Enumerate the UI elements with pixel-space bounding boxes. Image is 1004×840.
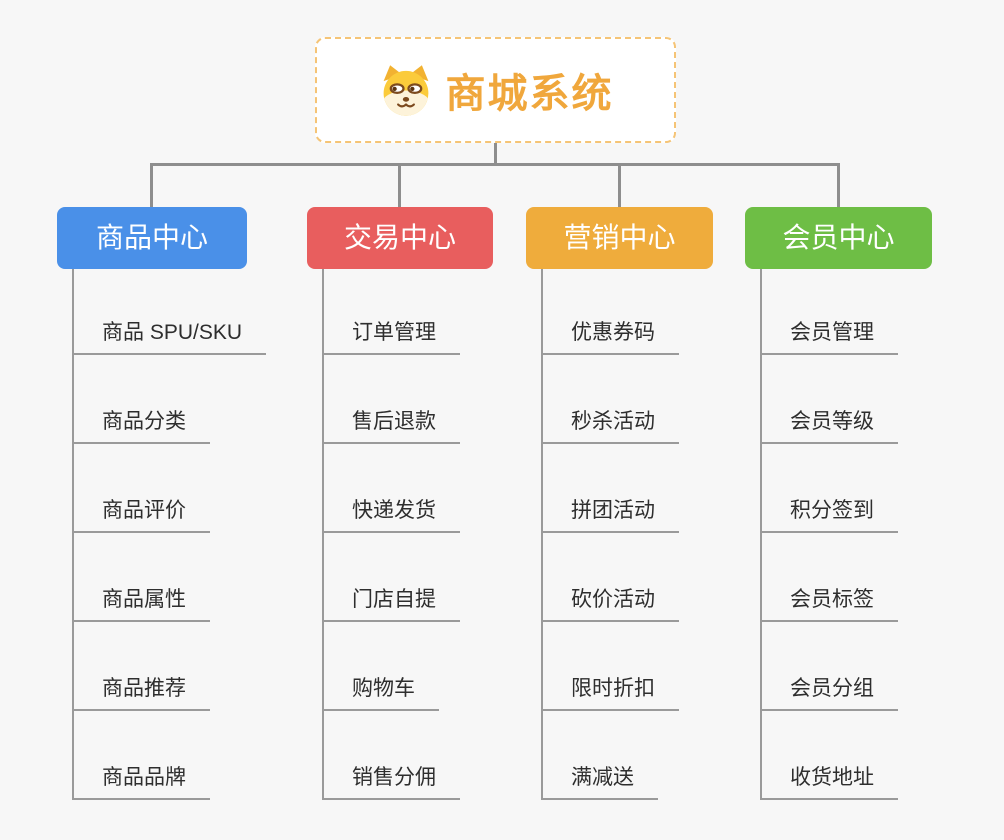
connector-drop-4: [837, 163, 840, 209]
branch-node-member-center[interactable]: 会员中心: [745, 207, 932, 269]
connector-horizontal: [150, 163, 839, 166]
branch-children-marketing-center: 优惠券码 秒杀活动 拼团活动 砍价活动 限时折扣 满减送: [541, 266, 679, 800]
connector-root-stub: [494, 142, 497, 164]
leaf-item[interactable]: 会员等级: [760, 355, 898, 444]
leaf-item[interactable]: 门店自提: [322, 533, 460, 622]
leaf-item[interactable]: 秒杀活动: [541, 355, 679, 444]
connector-drop-3: [618, 163, 621, 209]
branch-node-trade-center[interactable]: 交易中心: [307, 207, 493, 269]
leaf-item[interactable]: 拼团活动: [541, 444, 679, 533]
leaf-item[interactable]: 快递发货: [322, 444, 460, 533]
connector-drop-1: [150, 163, 153, 209]
root-title: 商城系统: [445, 72, 614, 116]
branch-children-trade-center: 订单管理 售后退款 快递发货 门店自提 购物车 销售分佣: [322, 266, 460, 800]
leaf-item[interactable]: 商品评价: [72, 444, 210, 533]
leaf-item[interactable]: 限时折扣: [541, 622, 679, 711]
leaf-item[interactable]: 会员标签: [760, 533, 898, 622]
leaf-item[interactable]: 商品推荐: [72, 622, 210, 711]
leaf-item[interactable]: 订单管理: [322, 266, 460, 355]
leaf-item[interactable]: 商品分类: [72, 355, 210, 444]
leaf-item[interactable]: 会员管理: [760, 266, 898, 355]
leaf-item[interactable]: 购物车: [322, 622, 439, 711]
leaf-item[interactable]: 销售分佣: [322, 711, 460, 800]
dog-face-icon: [383, 64, 428, 116]
branch-node-marketing-center[interactable]: 营销中心: [526, 207, 713, 269]
leaf-item[interactable]: 积分签到: [760, 444, 898, 533]
root-node[interactable]: 商城系统: [315, 37, 676, 143]
leaf-item[interactable]: 商品 SPU/SKU: [72, 266, 267, 355]
leaf-item[interactable]: 商品属性: [72, 533, 210, 622]
leaf-item[interactable]: 会员分组: [760, 622, 898, 711]
branch-node-product-center[interactable]: 商品中心: [57, 207, 247, 269]
leaf-item[interactable]: 商品品牌: [72, 711, 210, 800]
leaf-item[interactable]: 砍价活动: [541, 533, 679, 622]
leaf-item[interactable]: 满减送: [541, 711, 658, 800]
leaf-item[interactable]: 优惠券码: [541, 266, 679, 355]
branch-children-member-center: 会员管理 会员等级 积分签到 会员标签 会员分组 收货地址: [760, 266, 898, 800]
connector-drop-2: [398, 163, 401, 209]
leaf-item[interactable]: 售后退款: [322, 355, 460, 444]
branch-children-product-center: 商品 SPU/SKU 商品分类 商品评价 商品属性 商品推荐 商品品牌: [72, 266, 267, 800]
leaf-item[interactable]: 收货地址: [760, 711, 898, 800]
